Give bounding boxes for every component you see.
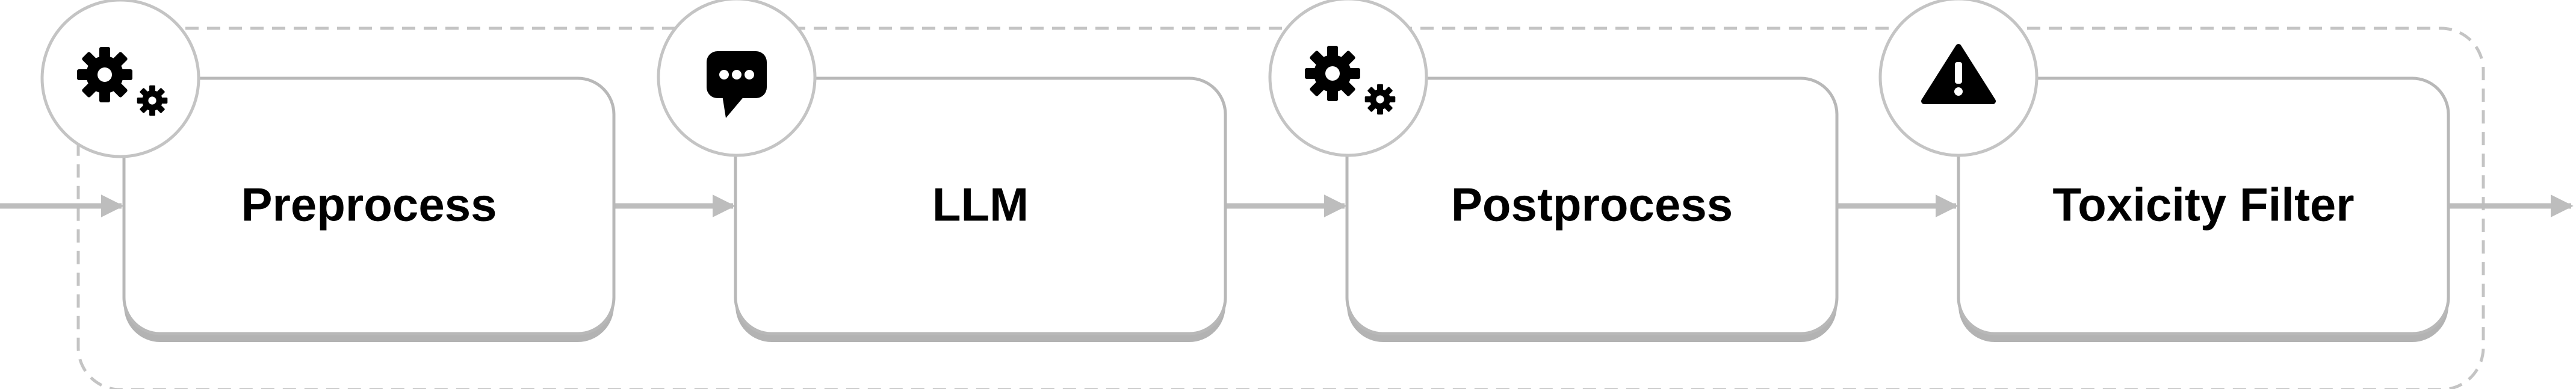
speech-bubble-icon: [707, 51, 767, 118]
stage-label: Postprocess: [1451, 178, 1733, 231]
stage-preprocess: Preprocess: [40, 0, 616, 342]
stage-box: [1957, 76, 2450, 335]
stage-box: [734, 76, 1227, 335]
warning-icon: [1921, 44, 1996, 104]
stage-box: [1345, 76, 1839, 335]
stage-label: LLM: [932, 178, 1029, 231]
stage-box: [122, 76, 616, 335]
pipeline-group-border: [76, 26, 2485, 389]
stage-label: Preprocess: [241, 178, 497, 231]
stage-llm: LLM: [657, 0, 1227, 342]
stage-label: Toxicity Filter: [2052, 178, 2354, 231]
stage-toxicity-filter: Toxicity Filter: [1878, 0, 2450, 342]
stage-postprocess: Postprocess: [1268, 0, 1839, 342]
